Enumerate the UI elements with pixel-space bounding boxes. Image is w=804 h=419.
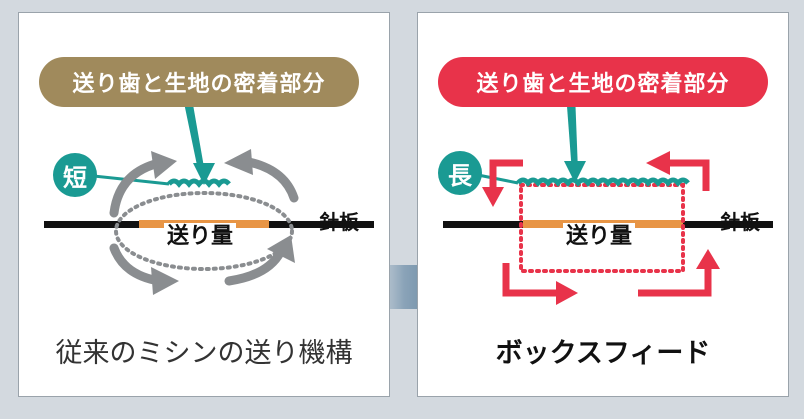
long-badge: 長 bbox=[438, 151, 482, 195]
conventional-feed-panel: 送り歯と生地の密着部分 短 送り量 針板 従来のミシンの送り機構 bbox=[18, 12, 390, 397]
arrow-top-left bbox=[489, 159, 523, 191]
feed-dog-teeth bbox=[167, 178, 231, 188]
feed-dog-teeth bbox=[516, 177, 690, 187]
arrow-top-left bbox=[109, 158, 164, 218]
arrow-bottom-right bbox=[638, 265, 712, 297]
feed-amount-label: 送り量 bbox=[164, 223, 237, 251]
short-badge: 短 bbox=[53, 153, 97, 197]
pointer-line bbox=[566, 93, 578, 173]
needle-plate-label: 針板 bbox=[720, 210, 760, 234]
feed-path-ellipse bbox=[114, 191, 294, 271]
panel-caption: 従来のミシンの送り機構 bbox=[55, 338, 353, 369]
contact-area-pill: 送り歯と生地の密着部分 bbox=[39, 57, 359, 107]
feed-path-box bbox=[519, 183, 685, 273]
box-feed-panel: 送り歯と生地の密着部分 長 送り量 針板 ボックスフィード bbox=[417, 12, 789, 397]
pointer-line bbox=[182, 93, 205, 175]
arrow-top-right bbox=[668, 159, 710, 191]
arrow-bottom-right bbox=[224, 246, 286, 286]
panel-caption: ボックスフィード bbox=[495, 338, 711, 369]
feed-amount-label: 送り量 bbox=[563, 223, 636, 251]
contact-area-pill: 送り歯と生地の密着部分 bbox=[438, 57, 768, 107]
needle-plate-label: 針板 bbox=[319, 210, 359, 234]
arrow-bottom-left bbox=[502, 263, 558, 297]
